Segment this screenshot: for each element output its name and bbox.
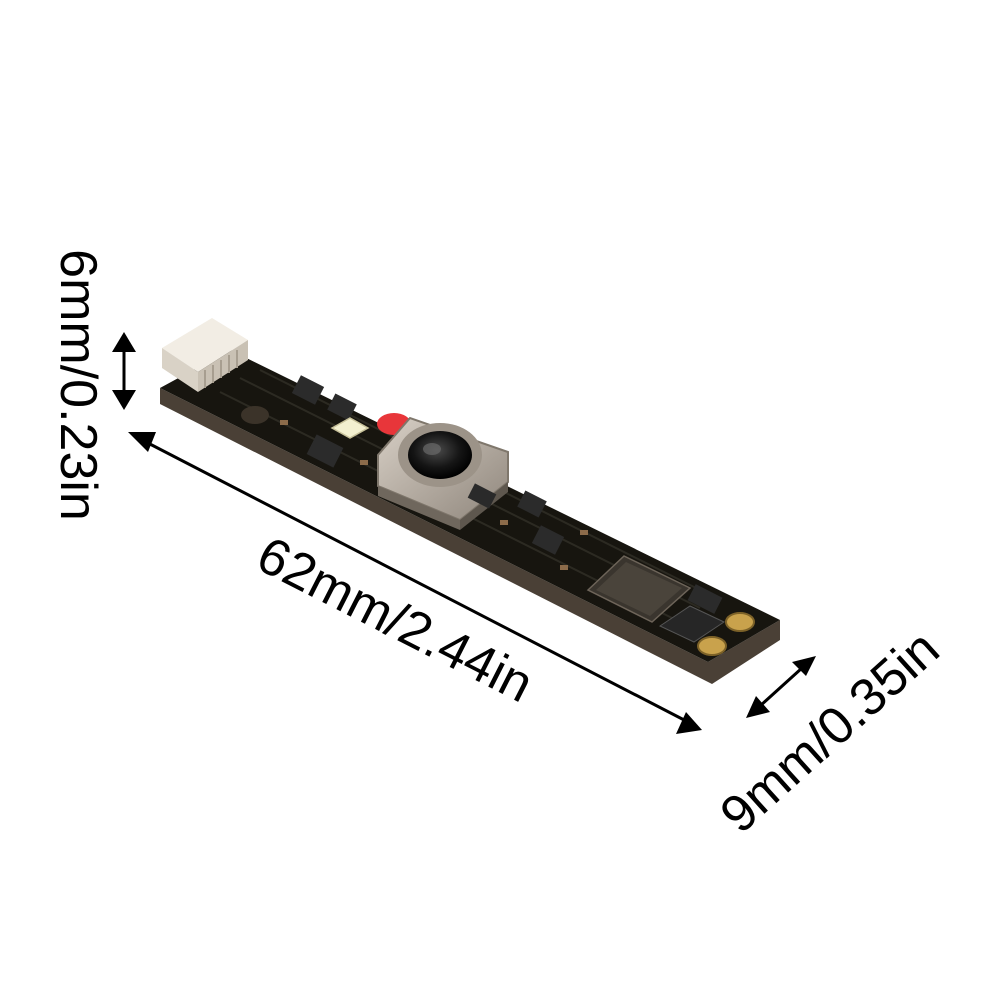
white-led bbox=[330, 417, 370, 439]
height-dimension-label: 6mm/0.23in bbox=[49, 249, 107, 521]
mounting-hole bbox=[241, 406, 269, 424]
width-arrow bbox=[746, 656, 816, 718]
height-arrow bbox=[112, 332, 136, 410]
white-connector bbox=[162, 318, 248, 392]
smd-components bbox=[291, 375, 723, 614]
length-arrow bbox=[128, 432, 702, 734]
processor-chip bbox=[586, 555, 692, 623]
gold-pads bbox=[697, 612, 755, 656]
secondary-chip bbox=[658, 605, 726, 643]
camera-lens bbox=[377, 416, 509, 530]
